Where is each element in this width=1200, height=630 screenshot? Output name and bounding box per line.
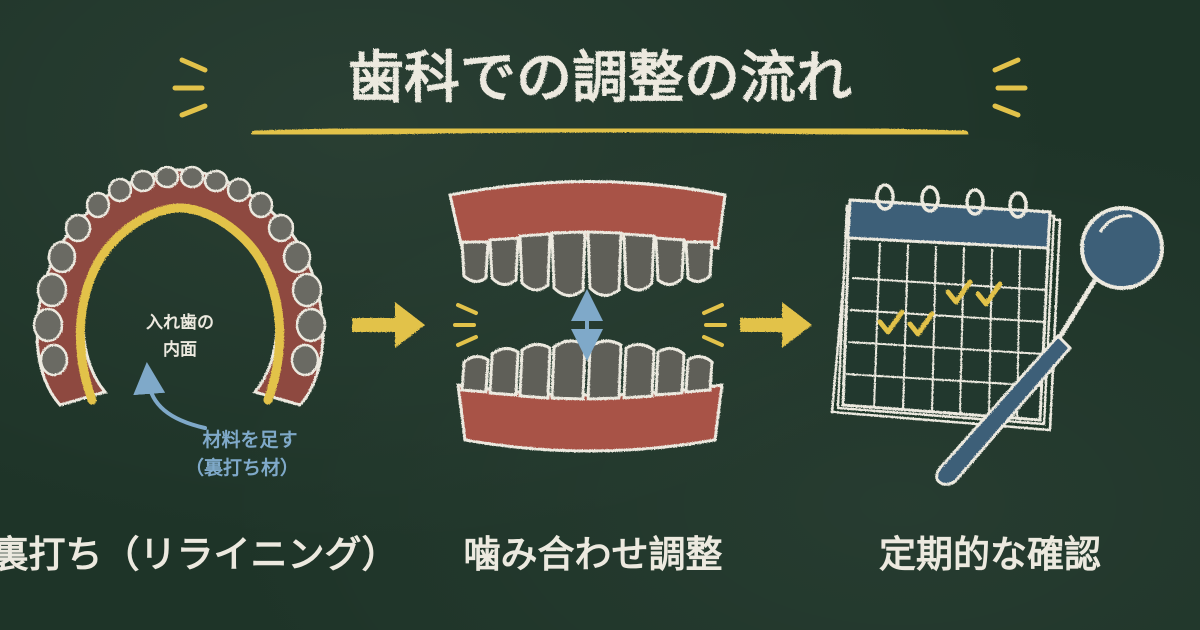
- step-bite: 噛み合わせ調整: [422, 180, 765, 576]
- step1-caption: 裏打ち（リライニング）: [0, 533, 399, 576]
- step3-caption: 定期的な確認: [879, 533, 1101, 576]
- inner-surface-label-line2: 内面: [163, 339, 197, 360]
- lower-teeth: [460, 339, 714, 401]
- material-note-line1: 材料を足す: [202, 428, 297, 451]
- bite-spark-right: [702, 303, 727, 347]
- flow-arrow-2: [740, 302, 812, 348]
- flow-arrow-1: [352, 302, 425, 348]
- inner-surface-label-line1: 入れ歯の: [146, 312, 214, 333]
- dental-mirror-icon: [935, 206, 1164, 486]
- teeth-bite-icon: [448, 180, 727, 453]
- title-sparkle-left: [172, 57, 208, 118]
- title-group: 歯科での調整の流れ: [172, 46, 1028, 138]
- material-note-line2: （裏打ち材）: [185, 456, 299, 479]
- upper-teeth: [460, 230, 714, 297]
- calendar-check-icon: [830, 183, 1062, 432]
- title-underline: [251, 125, 969, 138]
- calendar-checkmarks: [877, 279, 1003, 337]
- calendar-header: [846, 198, 1052, 250]
- step2-caption: 噛み合わせ調整: [464, 533, 723, 576]
- calendar-rings: [875, 183, 1028, 219]
- step-checkup: 定期的な確認: [827, 183, 1165, 576]
- relining-material: [75, 203, 285, 405]
- arch-teeth: [32, 165, 327, 377]
- page-title: 歯科での調整の流れ: [348, 46, 852, 111]
- bite-spark-left: [453, 303, 478, 347]
- note-arrow: [133, 362, 207, 430]
- title-sparkle-right: [992, 57, 1028, 118]
- denture-arch-icon: [32, 165, 327, 407]
- step-relining: 入れ歯の 内面 材料を足す （裏打ち材） 裏打ち（リライニング）: [0, 165, 399, 576]
